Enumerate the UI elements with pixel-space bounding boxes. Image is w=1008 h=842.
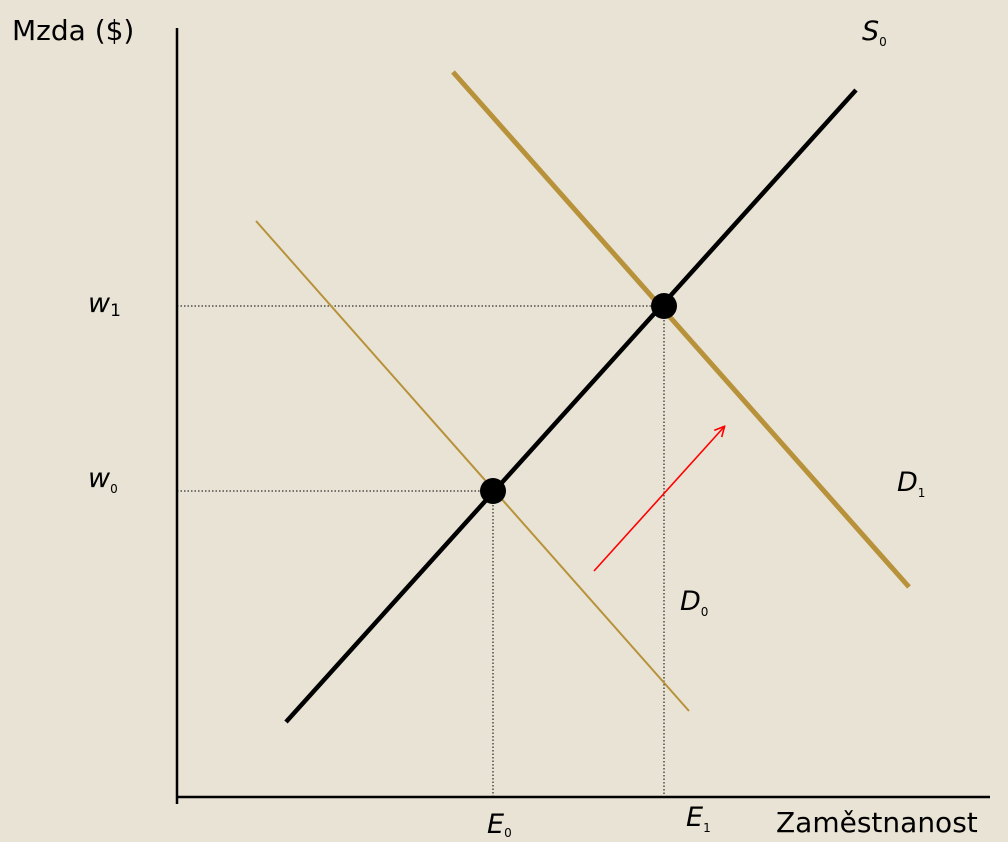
demand-label-d0: D0 (680, 586, 708, 619)
wage-label-w0: w0 (88, 463, 118, 496)
demand-label-d1: D1 (897, 467, 925, 500)
equilibrium-point-initial (480, 478, 506, 504)
demand-curve-d0 (255, 220, 690, 712)
wage-label-w1: w1 (88, 288, 121, 321)
x-axis-title: Zaměstnanost (776, 806, 978, 839)
demand-curve-d1 (451, 70, 911, 589)
y-axis-title: Mzda ($) (12, 14, 134, 47)
supply-curve-s0 (284, 88, 858, 724)
employment-label-e1: E1 (686, 802, 711, 835)
employment-label-e0: E0 (487, 809, 512, 840)
supply-label-s0: S0 (862, 16, 887, 49)
demand-shift-arrow (593, 427, 724, 572)
equilibrium-point-new (651, 293, 677, 319)
